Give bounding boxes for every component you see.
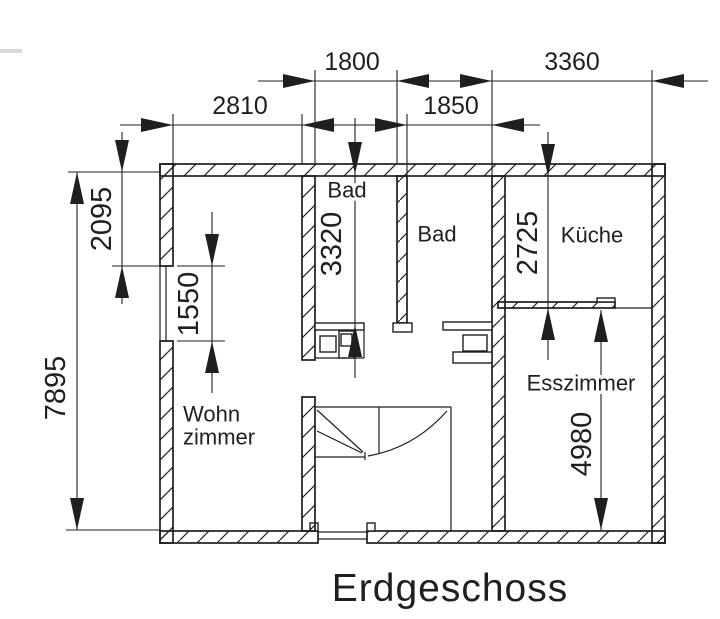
dim-label-1800: 1800 (324, 48, 380, 76)
dim-label-1850: 1850 (423, 92, 479, 120)
dim-row-inner: 2810 1850 (120, 92, 540, 176)
stair-walk-line (367, 410, 448, 457)
dim-left-total: 7895 (40, 171, 160, 531)
room-label-kueche: Küche (561, 223, 623, 248)
door-jamb-right (366, 522, 376, 532)
room-label-bad-2: Bad (417, 222, 456, 247)
dim-label-2095: 2095 (86, 187, 118, 252)
dim-row-outer: 1800 3360 (258, 48, 708, 310)
dim-esszimmer-depth: 4980 (566, 310, 608, 530)
wall-kueche-esszimmer (491, 175, 506, 532)
dim-label-7895: 7895 (40, 356, 72, 421)
room-label-wohnzimmer-line1: Wohn (183, 402, 240, 427)
dim-label-3360: 3360 (544, 48, 600, 76)
room-label-bad-1: Bad (327, 178, 366, 203)
kueche-door-jamb (596, 297, 616, 303)
wall-wohnzimmer-upper (301, 175, 316, 361)
dim-label-1550: 1550 (173, 272, 205, 337)
wall-bottom-left (159, 530, 319, 544)
stair-winder-tread (316, 430, 363, 454)
dim-bad-depth: 3320 (316, 118, 362, 378)
room-label-esszimmer: Esszimmer (527, 371, 636, 396)
wall-top (159, 163, 666, 177)
bad1-fixtures (314, 322, 365, 359)
staircase (315, 406, 452, 531)
bad2-fixtures (442, 321, 493, 364)
wall-bottom-right (366, 530, 666, 544)
dim-window: 1550 (173, 212, 225, 393)
bad1-toilet-tank (340, 333, 353, 347)
wall-left-upper (159, 163, 174, 267)
dim-label-2810: 2810 (212, 92, 268, 120)
entrance-door (309, 522, 376, 540)
stair-winder-tread (316, 409, 364, 453)
wall-wohnzimmer-lower (301, 396, 316, 532)
bad1-ledge (314, 322, 365, 331)
page-title: Erdgeschoss (332, 567, 568, 610)
wall-right (651, 163, 666, 544)
wall-bad-partition (396, 175, 408, 324)
bad2-toilet-icon (462, 334, 488, 352)
dim-label-3320: 3320 (316, 212, 348, 277)
window-left-wall (159, 265, 173, 342)
scan-artifact (0, 49, 22, 53)
bad2-ledge (442, 321, 493, 331)
dim-left-upper: 2095 (86, 132, 160, 304)
dim-kueche-depth: 2725 (512, 132, 555, 360)
wall-left-lower (159, 340, 174, 544)
bad2-counter (452, 351, 493, 364)
room-label-wohnzimmer-line2: zimmer (183, 425, 255, 450)
wall-bad-partition-foot (392, 322, 413, 333)
dim-label-4980: 4980 (566, 412, 598, 477)
bad1-sink-icon (319, 335, 337, 353)
interior-walls (301, 175, 652, 532)
exterior-walls (159, 163, 666, 544)
dim-label-2725: 2725 (512, 211, 544, 276)
wall-esszimmer-top (497, 301, 616, 309)
